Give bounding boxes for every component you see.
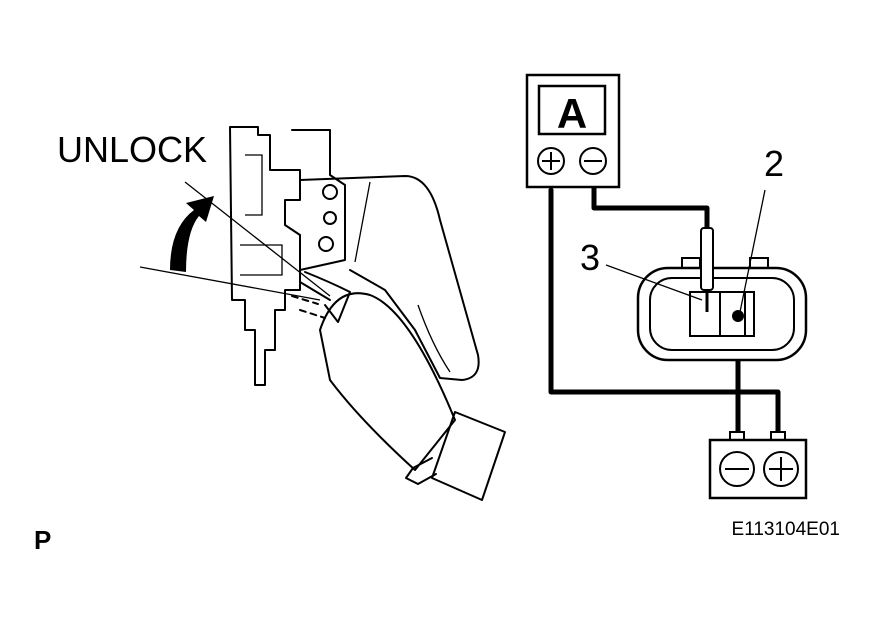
connector (636, 257, 808, 362)
terminal-2-leader (739, 189, 766, 313)
battery-negative-terminal-icon (719, 451, 755, 487)
ammeter-display: A (557, 90, 587, 137)
figure-code-label: E113104E01 (732, 519, 840, 540)
unlock-label: UNLOCK (57, 129, 207, 170)
view-marker-label: P (34, 525, 51, 555)
terminal-3-label: 3 (580, 237, 600, 278)
unlock-arrow-icon (170, 196, 214, 272)
door-lock-illustration (139, 126, 506, 501)
probe-terminal-3 (700, 227, 714, 312)
ammeter: A (525, 73, 621, 189)
battery-positive-terminal-icon (763, 451, 799, 487)
terminal-2-label: 2 (764, 143, 784, 184)
ammeter-negative-terminal-icon (579, 147, 607, 175)
probe-terminal-2 (732, 310, 744, 322)
ammeter-positive-terminal-icon (537, 147, 565, 175)
battery (708, 431, 808, 500)
terminal-3-leader (605, 264, 703, 301)
